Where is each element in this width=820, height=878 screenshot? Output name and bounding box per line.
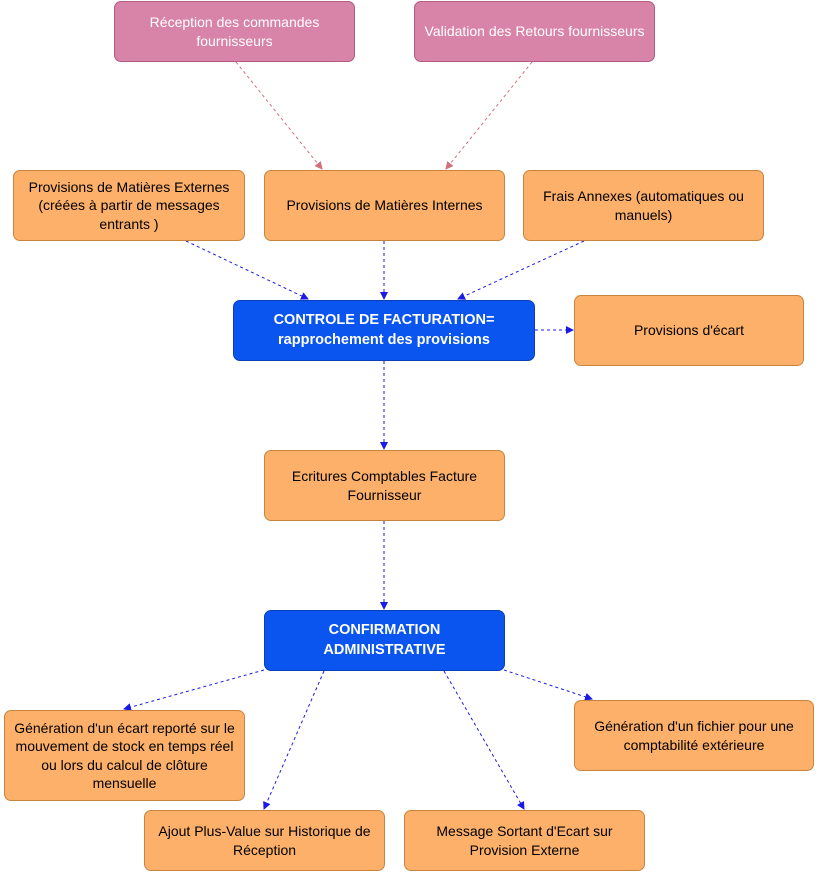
edge-confirmation-plus-value (263, 670, 325, 810)
node-provisions-externes[interactable]: Provisions de Matières Externes (créées … (13, 170, 245, 241)
edge-confirmation-message (443, 670, 525, 810)
node-confirmation-administrative[interactable]: CONFIRMATION ADMINISTRATIVE (264, 610, 505, 671)
edge-reception-internes (235, 61, 323, 170)
edge-confirmation-fichier (503, 669, 593, 701)
node-generation-ecart[interactable]: Génération d'un écart reporté sur le mou… (4, 710, 245, 801)
edge-retours-internes (445, 61, 533, 170)
node-provisions-internes[interactable]: Provisions de Matières Internes (264, 170, 505, 241)
node-frais-annexes[interactable]: Frais Annexes (automatiques ou manuels) (523, 170, 764, 241)
node-generation-fichier[interactable]: Génération d'un fichier pour une comptab… (574, 700, 814, 771)
node-message-sortant[interactable]: Message Sortant d'Ecart sur Provision Ex… (404, 810, 645, 871)
node-plus-value[interactable]: Ajout Plus-Value sur Historique de Récep… (144, 810, 385, 871)
edge-confirmation-generation-ecart (123, 669, 265, 711)
edge-externes-controle (185, 240, 309, 300)
node-controle-facturation[interactable]: CONTROLE DE FACTURATION= rapprochement d… (233, 300, 535, 361)
node-ecritures-comptables[interactable]: Ecritures Comptables Facture Fournisseur (264, 450, 505, 521)
edge-frais-controle (457, 240, 585, 300)
node-provisions-ecart[interactable]: Provisions d'écart (574, 295, 804, 366)
node-validation-retours[interactable]: Validation des Retours fournisseurs (414, 1, 655, 62)
node-reception-commandes[interactable]: Réception des commandes fournisseurs (114, 1, 355, 62)
